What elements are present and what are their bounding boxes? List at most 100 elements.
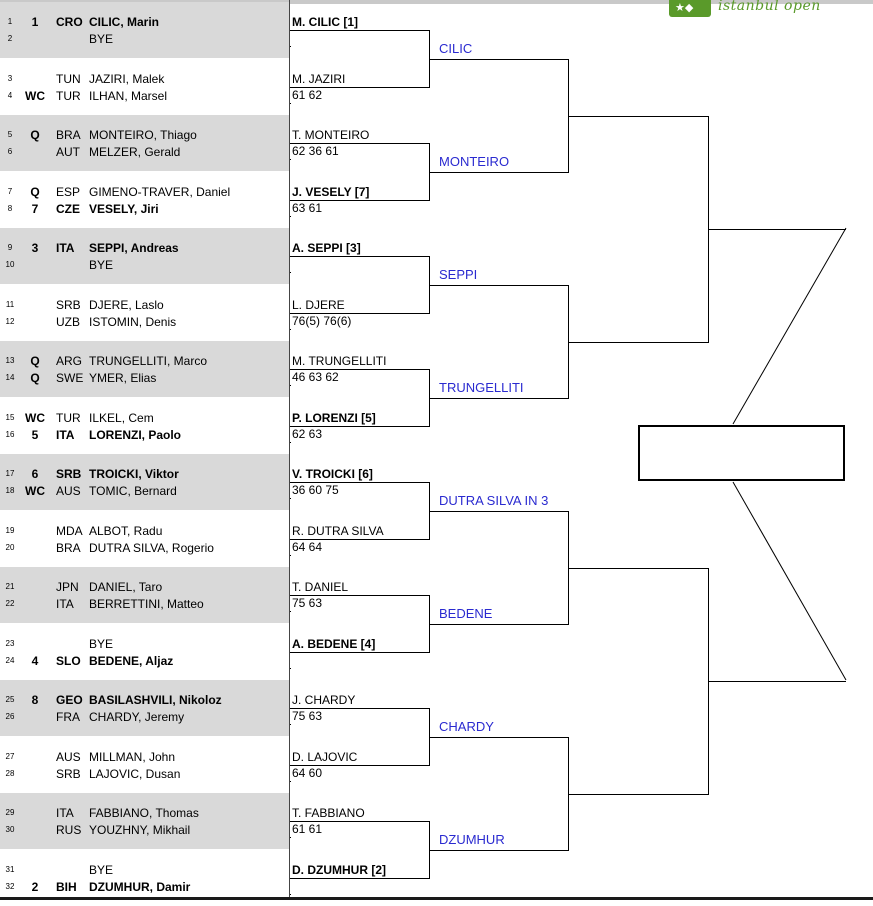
country-code: RUS bbox=[56, 823, 82, 837]
seed-label: WC bbox=[25, 484, 45, 498]
seed-label: 5 bbox=[31, 428, 39, 442]
player-name: FABBIANO, Thomas bbox=[89, 806, 199, 820]
round1-connector bbox=[429, 30, 430, 88]
country-code: BRA bbox=[56, 541, 81, 555]
round1-score: 75 63 bbox=[292, 709, 323, 723]
country-code: GEO bbox=[56, 693, 83, 707]
draw-position: 22 bbox=[5, 599, 15, 608]
player-name: DZUMHUR, Damir bbox=[89, 880, 191, 894]
round2-winner: TRUNGELLITI bbox=[439, 380, 524, 395]
round1-tick bbox=[290, 781, 291, 782]
round1-score: 64 64 bbox=[292, 540, 323, 554]
player-name: CHARDY, Jeremy bbox=[89, 710, 185, 724]
player-name: TOMIC, Bernard bbox=[89, 484, 177, 498]
draw-position: 3 bbox=[7, 74, 13, 83]
final-winner-box bbox=[638, 425, 845, 481]
round1-winner: V. TROICKI [6] bbox=[292, 467, 373, 481]
draw-position: 15 bbox=[5, 413, 15, 422]
round2-winner: CILIC bbox=[439, 41, 473, 56]
round2-connector bbox=[568, 59, 569, 173]
player-name: ILKEL, Cem bbox=[89, 411, 154, 425]
round1-connector bbox=[429, 821, 430, 879]
round1-winner: T. DANIEL bbox=[292, 580, 349, 594]
draw-position: 9 bbox=[7, 243, 13, 252]
seed-label: 8 bbox=[31, 693, 39, 707]
round1-underline bbox=[290, 539, 430, 540]
draw-position: 16 bbox=[5, 430, 15, 439]
seed-label: 2 bbox=[31, 880, 39, 894]
country-code: TUR bbox=[56, 89, 81, 103]
round1-underline bbox=[290, 652, 430, 653]
draw-position: 25 bbox=[5, 695, 15, 704]
round1-score: 46 63 62 bbox=[292, 370, 339, 384]
player-name: BYE bbox=[89, 32, 114, 46]
country-code: SWE bbox=[56, 371, 84, 385]
round2-winner: DUTRA SILVA IN 3 bbox=[439, 493, 549, 508]
draw-position: 31 bbox=[5, 865, 15, 874]
country-code: JPN bbox=[56, 580, 79, 594]
round1-winner: T. MONTEIRO bbox=[292, 128, 370, 142]
round1-winner: L. DJERE bbox=[292, 298, 345, 312]
draw-position: 13 bbox=[5, 356, 15, 365]
round2-underline bbox=[430, 398, 569, 399]
draw-position: 18 bbox=[5, 486, 15, 495]
round2-underline bbox=[430, 172, 569, 173]
country-code: TUN bbox=[56, 72, 81, 86]
draw-position: 21 bbox=[5, 582, 15, 591]
match-band bbox=[0, 341, 290, 397]
player-name: MELZER, Gerald bbox=[89, 145, 181, 159]
bottom-border bbox=[0, 897, 873, 900]
round1-score: 64 60 bbox=[292, 766, 323, 780]
round2-underline bbox=[430, 285, 569, 286]
round1-tick bbox=[290, 498, 291, 499]
round1-winner: D. DZUMHUR [2] bbox=[292, 863, 386, 877]
round1-tick bbox=[290, 724, 291, 725]
draw-position: 14 bbox=[5, 373, 15, 382]
country-code: CZE bbox=[56, 202, 80, 216]
sponsor-logo-icon: ★◆ bbox=[669, 0, 711, 17]
quarterfinal-underline bbox=[569, 342, 708, 343]
match-band bbox=[0, 115, 290, 171]
country-code: ESP bbox=[56, 185, 81, 199]
round1-winner: M. CILIC [1] bbox=[292, 15, 358, 29]
player-name: BYE bbox=[89, 258, 114, 272]
country-code: TUR bbox=[56, 411, 81, 425]
round2-connector bbox=[568, 737, 569, 851]
round1-tick bbox=[290, 555, 291, 556]
player-name: MILLMAN, John bbox=[89, 750, 176, 764]
round1-tick bbox=[290, 611, 291, 612]
draw-position: 8 bbox=[7, 204, 13, 213]
round2-underline bbox=[430, 737, 569, 738]
player-name: SEPPI, Andreas bbox=[89, 241, 179, 255]
round1-winner: P. LORENZI [5] bbox=[292, 411, 376, 425]
country-code: ITA bbox=[56, 806, 74, 820]
round1-underline bbox=[290, 87, 430, 88]
country-code: AUS bbox=[56, 750, 81, 764]
seed-label: 6 bbox=[31, 467, 39, 481]
round2-connector bbox=[568, 285, 569, 399]
draw-position: 23 bbox=[5, 639, 15, 648]
player-name: BERRETTINI, Matteo bbox=[89, 597, 204, 611]
match-band bbox=[0, 567, 290, 623]
draw-position: 4 bbox=[7, 91, 13, 100]
round1-connector bbox=[429, 708, 430, 766]
round1-underline bbox=[290, 200, 430, 201]
round1-score: 61 62 bbox=[292, 88, 323, 102]
round1-score: 76(5) 76(6) bbox=[292, 314, 352, 328]
round1-underline bbox=[290, 369, 430, 370]
